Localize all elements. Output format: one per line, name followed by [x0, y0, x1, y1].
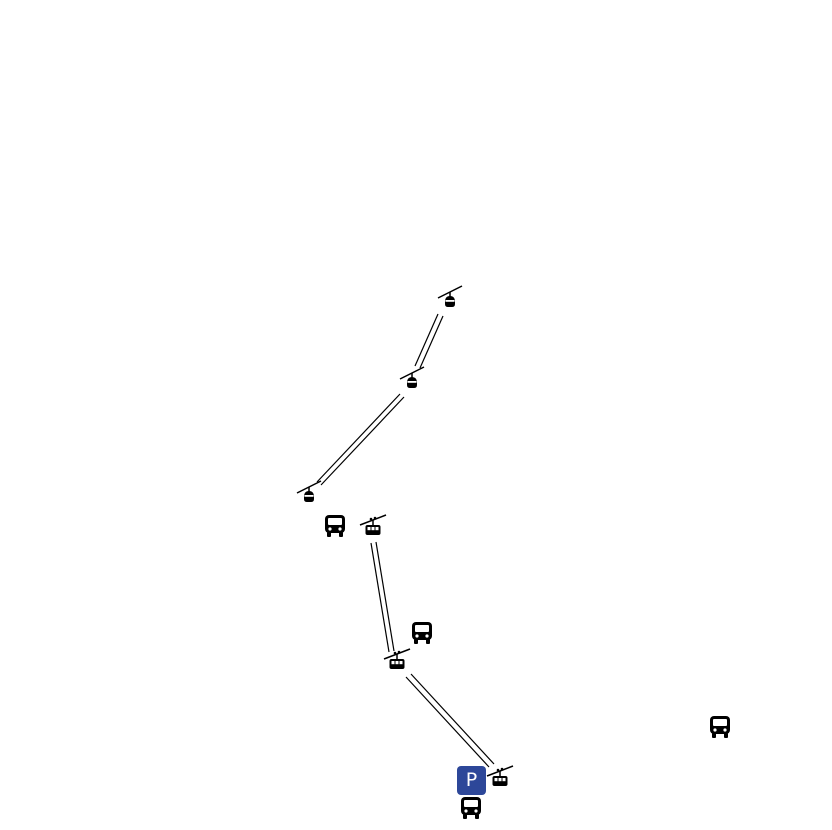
gondola-icon — [437, 285, 463, 307]
tramway-cable-segment — [405, 673, 495, 768]
parking-icon[interactable]: P — [457, 766, 486, 795]
bus-icon — [710, 716, 730, 738]
gondola-icon — [399, 366, 425, 388]
bus-icon — [461, 797, 481, 819]
bus-icon — [412, 622, 432, 644]
parking-label: P — [465, 769, 478, 791]
gondola-cable-segment — [316, 393, 405, 486]
cable-car-icon — [359, 514, 387, 535]
gondola-icon — [296, 480, 322, 502]
cable-car-icon — [383, 648, 411, 669]
tramway-cable-segment — [370, 541, 395, 653]
cable-car-icon — [486, 765, 514, 786]
bus-icon — [325, 515, 345, 537]
gondola-cable-segment — [414, 313, 444, 369]
